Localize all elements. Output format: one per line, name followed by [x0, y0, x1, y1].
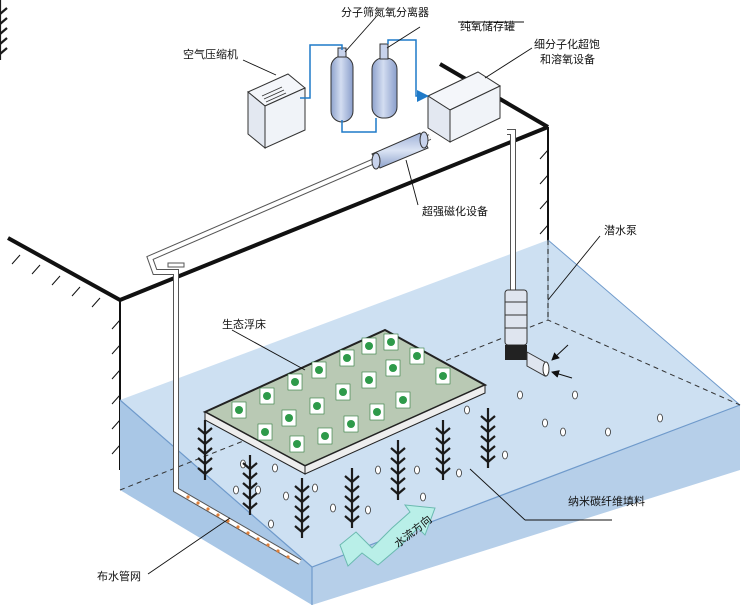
plant-cluster — [231, 333, 451, 453]
label-magnetizer: 超强磁化设备 — [422, 204, 488, 218]
label-floating-bed: 生态浮床 — [222, 317, 266, 331]
oxygen-tank — [371, 43, 398, 119]
leader-lines — [147, 16, 612, 575]
oxygen-bubbles — [233, 390, 663, 543]
label-water-pipe-network: 布水管网 — [97, 569, 141, 583]
nano-carbon-fiber-strands — [0, 0, 497, 540]
air-compressor — [247, 73, 306, 150]
label-submersible-pump: 潜水泵 — [604, 223, 637, 237]
labels: 空气压缩机 分子筛氮氧分离器 纯氧储存罐 细分子化超饱 和溶氧设备 超强磁化设备… — [97, 5, 645, 583]
label-air-compressor: 空气压缩机 — [183, 47, 238, 61]
label-molecular-sieve: 分子筛氮氧分离器 — [341, 5, 429, 19]
water-pipe-network — [146, 134, 432, 565]
submersible-pump — [504, 129, 573, 379]
label-nano-carbon-fiber: 纳米碳纤维填料 — [568, 494, 645, 508]
gas-pipes — [300, 39, 429, 133]
oxygen-dissolver — [426, 71, 502, 143]
molecular-sieve-separator — [330, 47, 354, 123]
floating-bed — [202, 328, 488, 475]
magnetizer — [371, 131, 429, 170]
label-oxygen-tank: 纯氧储存罐 — [460, 19, 515, 33]
label-dissolver-line2: 和溶氧设备 — [540, 52, 595, 66]
label-dissolver-line1: 细分子化超饱 — [534, 37, 600, 51]
